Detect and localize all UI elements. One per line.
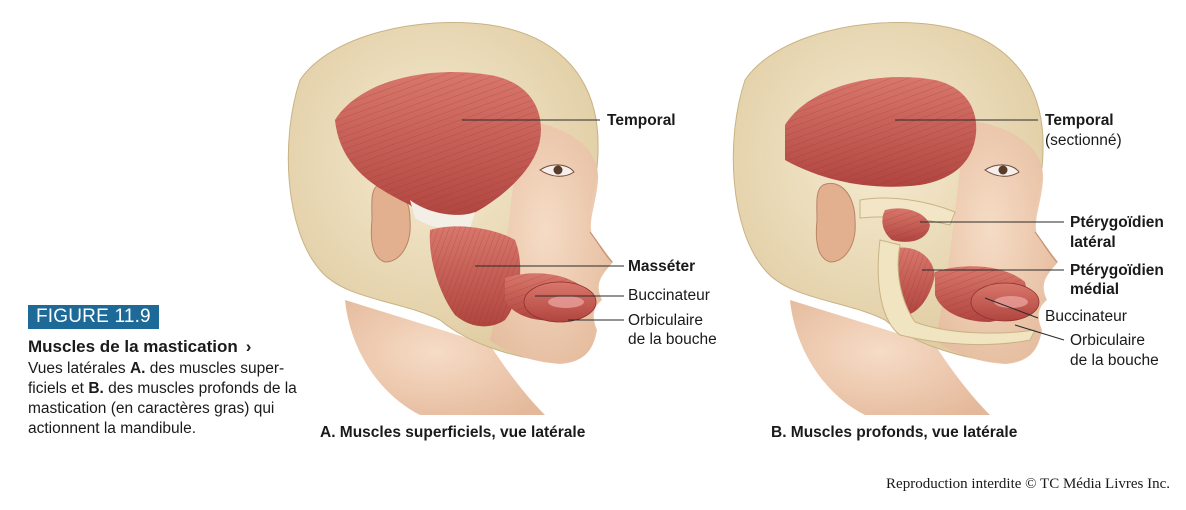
label-orbiculaire-b-line2: de la bouche bbox=[1070, 352, 1159, 369]
head-b bbox=[732, 22, 1058, 415]
label-orbiculaire-a-line1: Orbiculaire bbox=[628, 312, 703, 329]
leader-lines-a bbox=[462, 119, 624, 321]
copyright-notice: Reproduction interdite © TC Média Livres… bbox=[886, 476, 1170, 492]
label-pterygoidien-medial-line2: médial bbox=[1070, 281, 1120, 298]
label-orbiculaire-b-line1: Orbiculaire bbox=[1070, 332, 1145, 349]
head-a bbox=[287, 22, 613, 415]
neck-a bbox=[345, 300, 545, 415]
label-buccinateur-b: Buccinateur bbox=[1045, 308, 1127, 325]
figure-title: Muscles de la mastication › bbox=[28, 337, 251, 357]
description-part: des muscles super-ficiels et bbox=[28, 360, 285, 397]
label-pterygoidien-lateral-line2: latéral bbox=[1070, 234, 1116, 251]
chevron-right-icon: › bbox=[245, 337, 252, 356]
label-buccinateur-a: Buccinateur bbox=[628, 287, 710, 304]
label-temporal-b: Temporal bbox=[1045, 112, 1114, 129]
caption-panel-a: A. Muscles superficiels, vue latérale bbox=[320, 424, 586, 441]
label-orbiculaire-a-line2: de la bouche bbox=[628, 331, 717, 348]
description-part: A. bbox=[129, 360, 146, 377]
description-part: des muscles profonds de la mastication (… bbox=[28, 380, 297, 437]
label-temporal-b-note: (sectionné) bbox=[1045, 132, 1122, 149]
description-part: B. bbox=[88, 380, 104, 397]
caption-panel-b: B. Muscles profonds, vue latérale bbox=[771, 424, 1018, 441]
label-pterygoidien-medial-line1: Ptérygoïdien bbox=[1070, 262, 1164, 279]
description-part: Vues latérales bbox=[28, 360, 130, 377]
figure-title-text: Muscles de la mastication bbox=[28, 337, 238, 356]
leader-lines-b bbox=[895, 119, 1065, 341]
label-masseter: Masséter bbox=[628, 258, 696, 275]
figure-description: Vues latérales A. des muscles super-fici… bbox=[28, 359, 320, 439]
label-temporal-a: Temporal bbox=[607, 112, 676, 129]
label-pterygoidien-lateral-line1: Ptérygoïdien bbox=[1070, 214, 1164, 231]
figure-badge: FIGURE 11.9 bbox=[28, 305, 159, 329]
